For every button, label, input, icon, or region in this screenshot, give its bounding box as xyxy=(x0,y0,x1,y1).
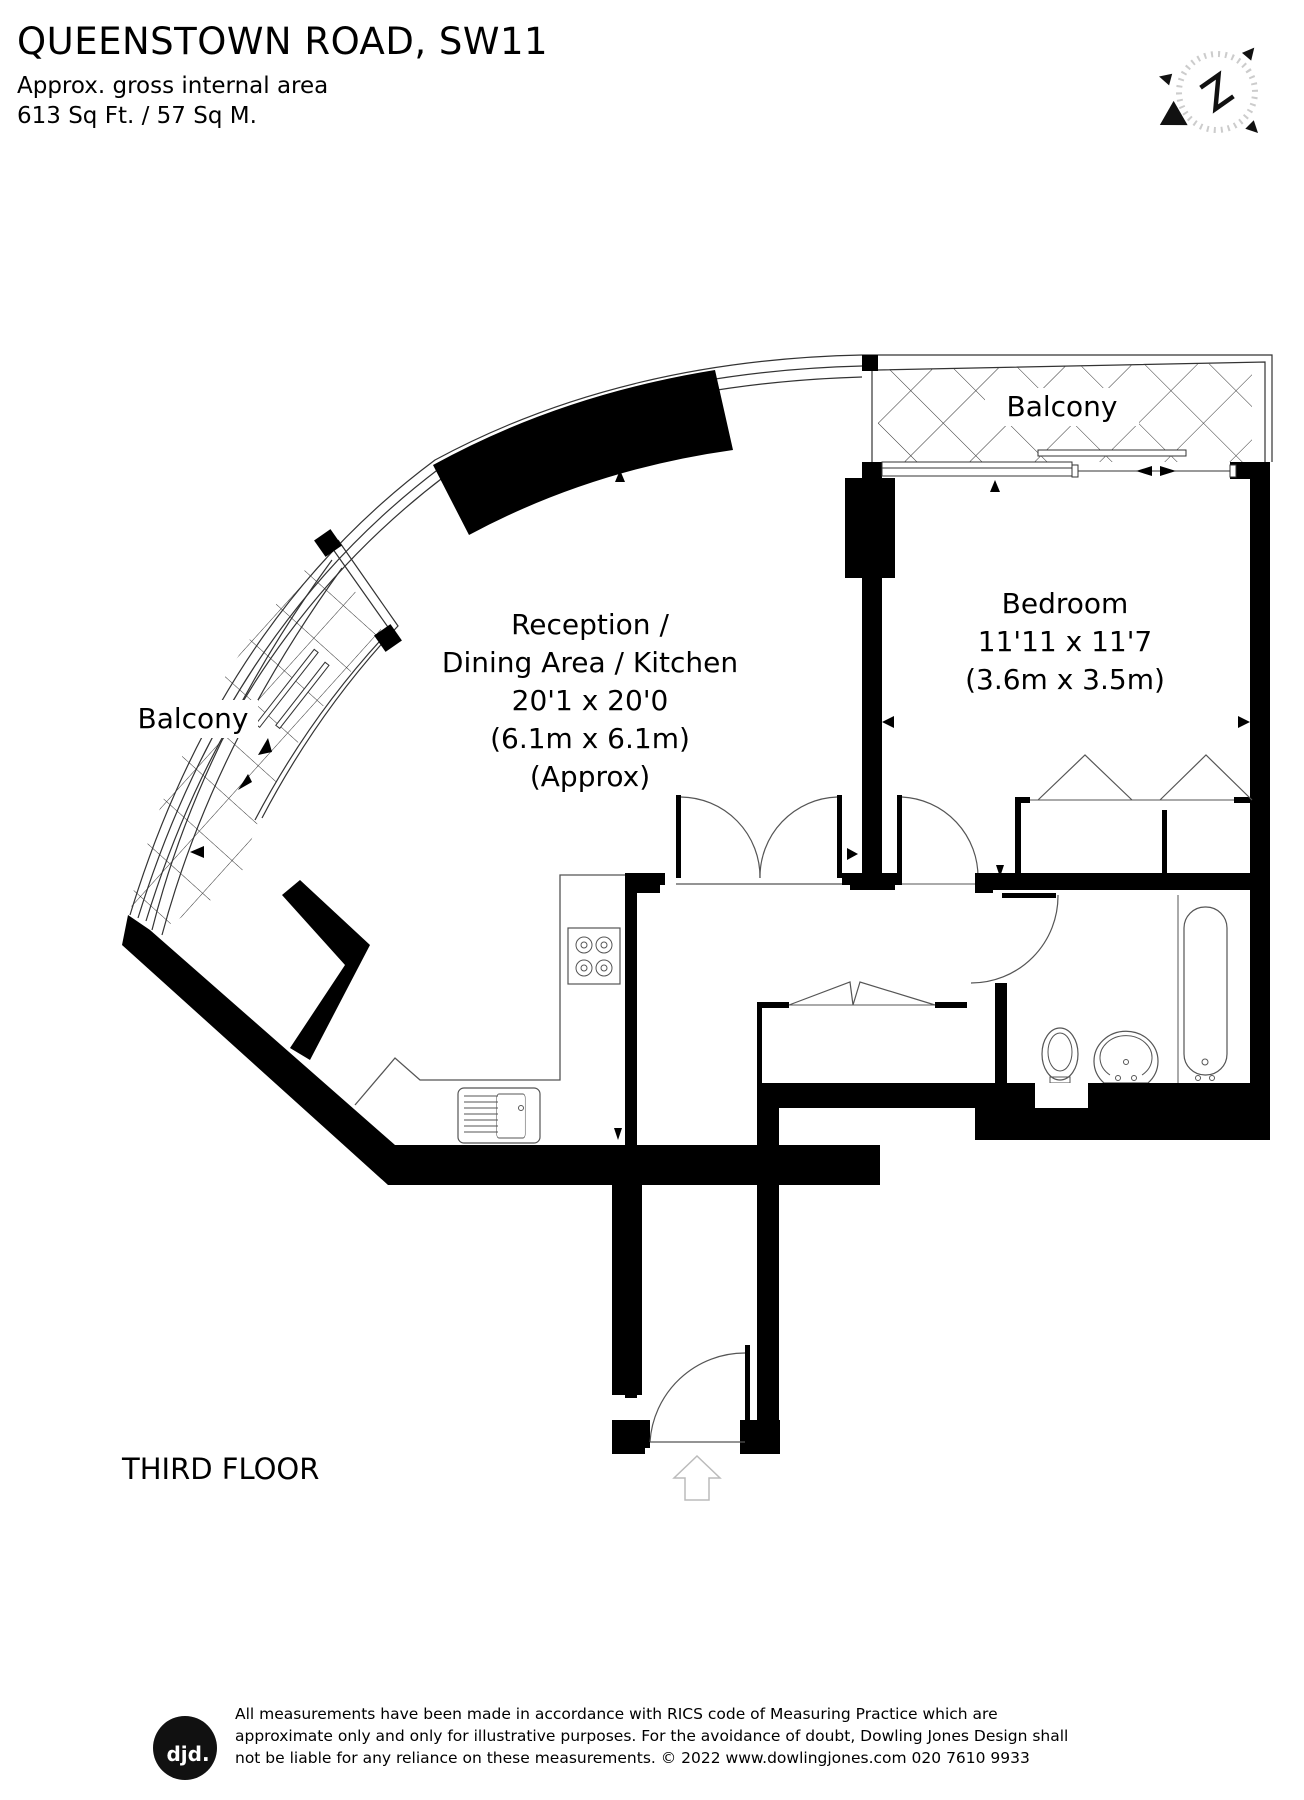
toilet-icon xyxy=(1041,1027,1079,1084)
bath-icon xyxy=(1183,906,1228,1081)
disclaimer: All measurements have been made in accor… xyxy=(235,1703,1295,1769)
page-title: QUEENSTOWN ROAD, SW11 xyxy=(17,20,549,63)
disclaimer-line1: All measurements have been made in accor… xyxy=(235,1705,998,1723)
djd-logo: djd. xyxy=(153,1716,217,1780)
disclaimer-line2: approximate only and only for illustrati… xyxy=(235,1727,1069,1745)
compass-icon xyxy=(1159,47,1259,134)
room-label-bedroom: Bedroom 11'11 x 11'7 (3.6m x 3.5m) xyxy=(940,585,1190,699)
room-label-balcony-left: Balcony xyxy=(128,700,258,738)
reception-name-line1: Reception / xyxy=(511,608,669,641)
bedroom-metric: (3.6m x 3.5m) xyxy=(965,663,1165,696)
reception-name-line2: Dining Area / Kitchen xyxy=(441,646,739,679)
basin-icon xyxy=(1093,1030,1159,1084)
sink-icon xyxy=(457,1087,541,1144)
left-balcony-floor xyxy=(130,555,385,930)
area-label: Approx. gross internal area xyxy=(17,73,329,99)
bedroom-imperial: 11'11 x 11'7 xyxy=(977,625,1153,658)
reception-imperial: 20'1 x 20'0 xyxy=(511,684,669,717)
room-label-reception: Reception / Dining Area / Kitchen 20'1 x… xyxy=(400,606,780,796)
entrance-arrow-icon xyxy=(672,1454,722,1501)
reception-note: (Approx) xyxy=(529,760,651,793)
room-label-balcony-top: Balcony xyxy=(985,388,1139,426)
hob-icon xyxy=(567,927,621,985)
disclaimer-line3: not be liable for any reliance on these … xyxy=(235,1749,1030,1767)
bedroom-name: Bedroom xyxy=(1001,587,1129,620)
floor-label: THIRD FLOOR xyxy=(122,1452,320,1486)
reception-metric: (6.1m x 6.1m) xyxy=(490,722,690,755)
area-value: 613 Sq Ft. / 57 Sq M. xyxy=(17,103,257,129)
logo-text: djd. xyxy=(166,1742,210,1766)
